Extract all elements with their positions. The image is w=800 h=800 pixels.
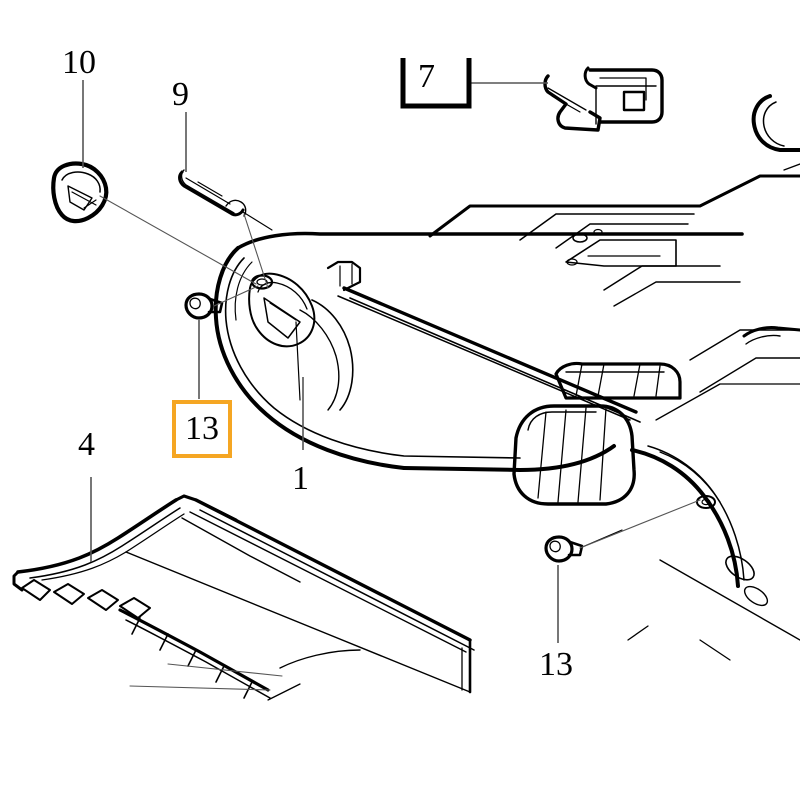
callout-label-9[interactable]: 9 xyxy=(172,78,189,112)
callout-label-13-highlighted[interactable]: 13 xyxy=(172,400,232,458)
part-4-storage-tray xyxy=(12,494,475,701)
background-panel-structure xyxy=(428,94,800,661)
callout-number-13-lower: 13 xyxy=(539,646,573,683)
callout-label-7[interactable]: 7 xyxy=(418,60,458,104)
callout-label-10[interactable]: 10 xyxy=(62,46,114,86)
callout-label-1[interactable]: 1 xyxy=(292,462,309,496)
callout-label-13-lower[interactable]: 13 xyxy=(539,648,573,682)
callout-number-13-highlighted: 13 xyxy=(185,410,219,447)
callout-number-10: 10 xyxy=(62,46,96,81)
part-9-bolt xyxy=(178,169,273,231)
part-7-latch-clip xyxy=(543,66,664,132)
callout-7-box xyxy=(400,58,472,109)
callout-number-9: 9 xyxy=(172,76,189,113)
part-1-glove-box-door xyxy=(213,231,769,607)
callout-number-4: 4 xyxy=(78,426,95,463)
callout-number-1: 1 xyxy=(292,460,309,497)
callout-number-7: 7 xyxy=(418,60,435,95)
callout-label-4[interactable]: 4 xyxy=(78,428,95,462)
leader-line-group xyxy=(82,80,559,643)
part-10-trim-cap xyxy=(51,161,109,224)
